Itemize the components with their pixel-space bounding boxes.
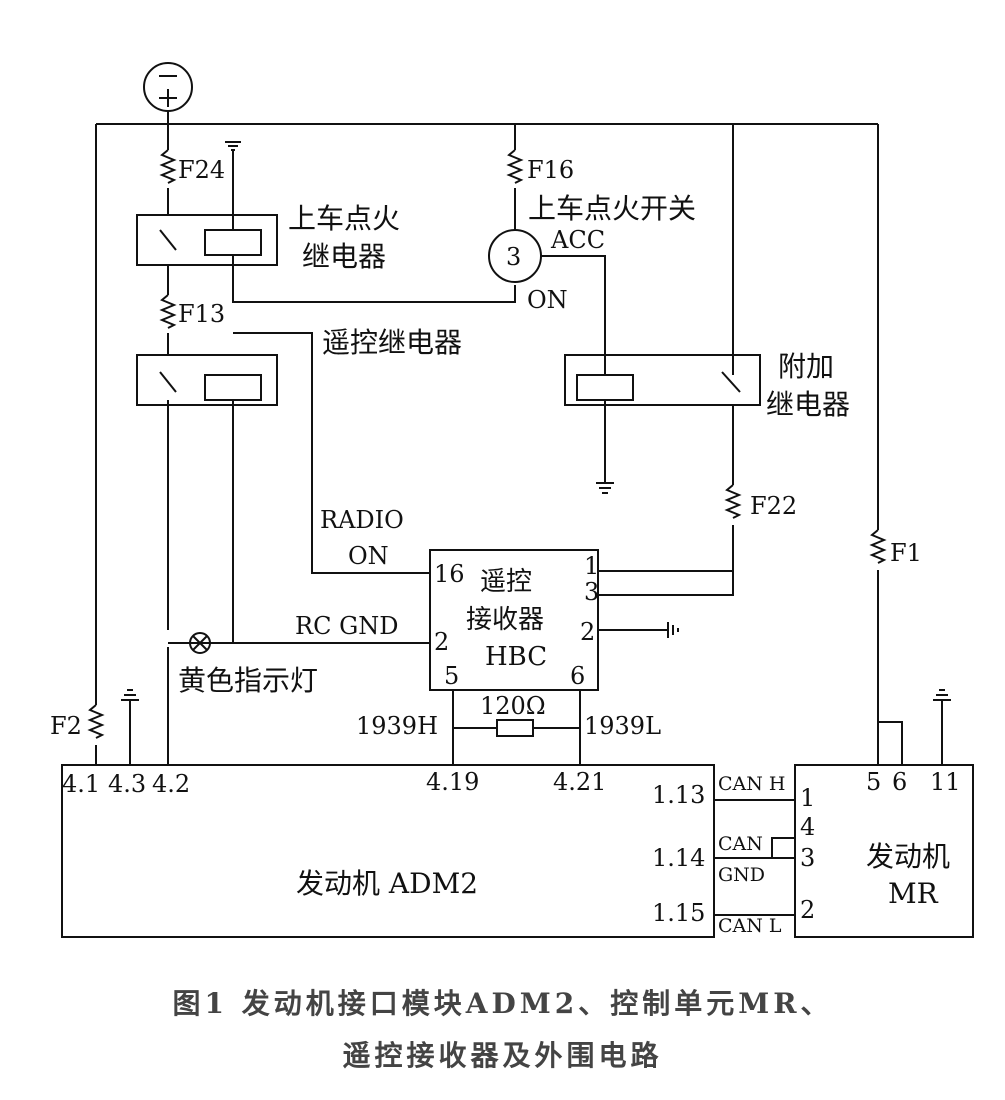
ignition-relay-label-1: 上车点火 bbox=[288, 202, 400, 235]
fuse-f13-label: F13 bbox=[178, 300, 225, 328]
aux-relay bbox=[564, 354, 761, 406]
remote-relay-label: 遥控继电器 bbox=[322, 326, 462, 359]
adm2-pin-1-13: 1.13 bbox=[652, 781, 705, 809]
adm2-pin-4-19: 4.19 bbox=[426, 768, 479, 796]
caption-line-2: 遥控接收器及外围电路 bbox=[342, 1039, 663, 1072]
receiver-label-3: HBC bbox=[485, 642, 547, 672]
radio-on-label-2: ON bbox=[348, 542, 389, 570]
ignition-switch-acc: ACC bbox=[550, 226, 605, 254]
fuse-f16-label: F16 bbox=[527, 156, 574, 184]
adm2-pin-1-15: 1.15 bbox=[652, 899, 705, 927]
receiver-pin-1: 1 bbox=[584, 552, 599, 580]
mr-pin-1: 1 bbox=[800, 784, 815, 812]
can-gnd-label-2: GND bbox=[718, 864, 765, 886]
receiver-pin-3: 3 bbox=[584, 578, 599, 606]
mr-pin-11: 11 bbox=[930, 768, 961, 796]
adm2-pin-1-14: 1.14 bbox=[652, 844, 705, 872]
mr-pin-5: 5 bbox=[866, 768, 881, 796]
receiver-pin-6: 6 bbox=[570, 662, 585, 690]
indicator-lamp bbox=[189, 632, 211, 654]
fuse-f1-label: F1 bbox=[890, 539, 922, 567]
receiver-label-1: 遥控 bbox=[480, 567, 532, 597]
can-h-label: CAN H bbox=[718, 773, 786, 795]
fuse-symbols bbox=[87, 149, 887, 739]
mr-pin-3: 3 bbox=[800, 844, 815, 872]
resistor-label: 120Ω bbox=[480, 692, 546, 720]
adm2-pin-4-2: 4.2 bbox=[152, 770, 190, 798]
remote-receiver bbox=[429, 549, 599, 691]
receiver-pin-2-right: 2 bbox=[580, 618, 595, 646]
caption-line-1: 图1 发动机接口模块ADM2、控制单元MR、 bbox=[172, 987, 833, 1020]
figure-caption: 图1 发动机接口模块ADM2、控制单元MR、 遥控接收器及外围电路 bbox=[0, 982, 1005, 1074]
mr-module bbox=[794, 764, 974, 938]
ignition-relay-label-2: 继电器 bbox=[302, 240, 386, 273]
adm2-pin-4-21: 4.21 bbox=[553, 768, 606, 796]
adm2-label: 发动机 ADM2 bbox=[296, 867, 478, 900]
can-l-label: CAN L bbox=[718, 915, 782, 937]
termination-resistor bbox=[496, 719, 534, 737]
receiver-pin-2-left: 2 bbox=[434, 628, 449, 656]
rc-gnd-label: RC GND bbox=[295, 612, 398, 640]
ignition-switch bbox=[488, 229, 542, 283]
can-1939h-label: 1939H bbox=[356, 712, 438, 740]
mr-pin-4: 4 bbox=[800, 813, 815, 841]
battery-symbol bbox=[143, 62, 193, 112]
fuse-f22-label: F22 bbox=[750, 492, 797, 520]
mr-pin-2: 2 bbox=[800, 896, 815, 924]
can-1939l-label: 1939L bbox=[584, 712, 661, 740]
receiver-pin-16: 16 bbox=[434, 560, 465, 588]
receiver-label-2: 接收器 bbox=[466, 605, 544, 635]
ignition-switch-title: 上车点火开关 bbox=[528, 192, 696, 225]
fuse-f24-label: F24 bbox=[178, 156, 225, 184]
lamp-label: 黄色指示灯 bbox=[178, 664, 318, 697]
aux-relay-label-2: 继电器 bbox=[766, 388, 850, 421]
ignition-switch-pin: 3 bbox=[506, 243, 521, 271]
adm2-pin-4-3: 4.3 bbox=[108, 770, 146, 798]
adm2-pin-4-1: 4.1 bbox=[62, 770, 100, 798]
receiver-pin-5: 5 bbox=[444, 662, 459, 690]
can-gnd-label-1: CAN bbox=[718, 833, 763, 855]
main-wiring bbox=[95, 111, 943, 937]
ignition-switch-on: ON bbox=[527, 286, 568, 314]
mr-label-1: 发动机 bbox=[866, 840, 950, 873]
remote-relay bbox=[136, 354, 278, 406]
fuse-f2-label: F2 bbox=[50, 712, 82, 740]
adm2-module bbox=[61, 764, 715, 938]
aux-relay-label-1: 附加 bbox=[778, 350, 834, 383]
ground-symbols bbox=[121, 141, 951, 701]
radio-on-label-1: RADIO bbox=[320, 506, 404, 534]
mr-label-2: MR bbox=[888, 877, 939, 910]
circuit-diagram: F24 F16 F13 F22 F1 F2 上车点火 继电器 遥控继电器 附加 … bbox=[50, 62, 974, 938]
mr-pin-6: 6 bbox=[892, 768, 907, 796]
ignition-relay bbox=[136, 214, 278, 266]
